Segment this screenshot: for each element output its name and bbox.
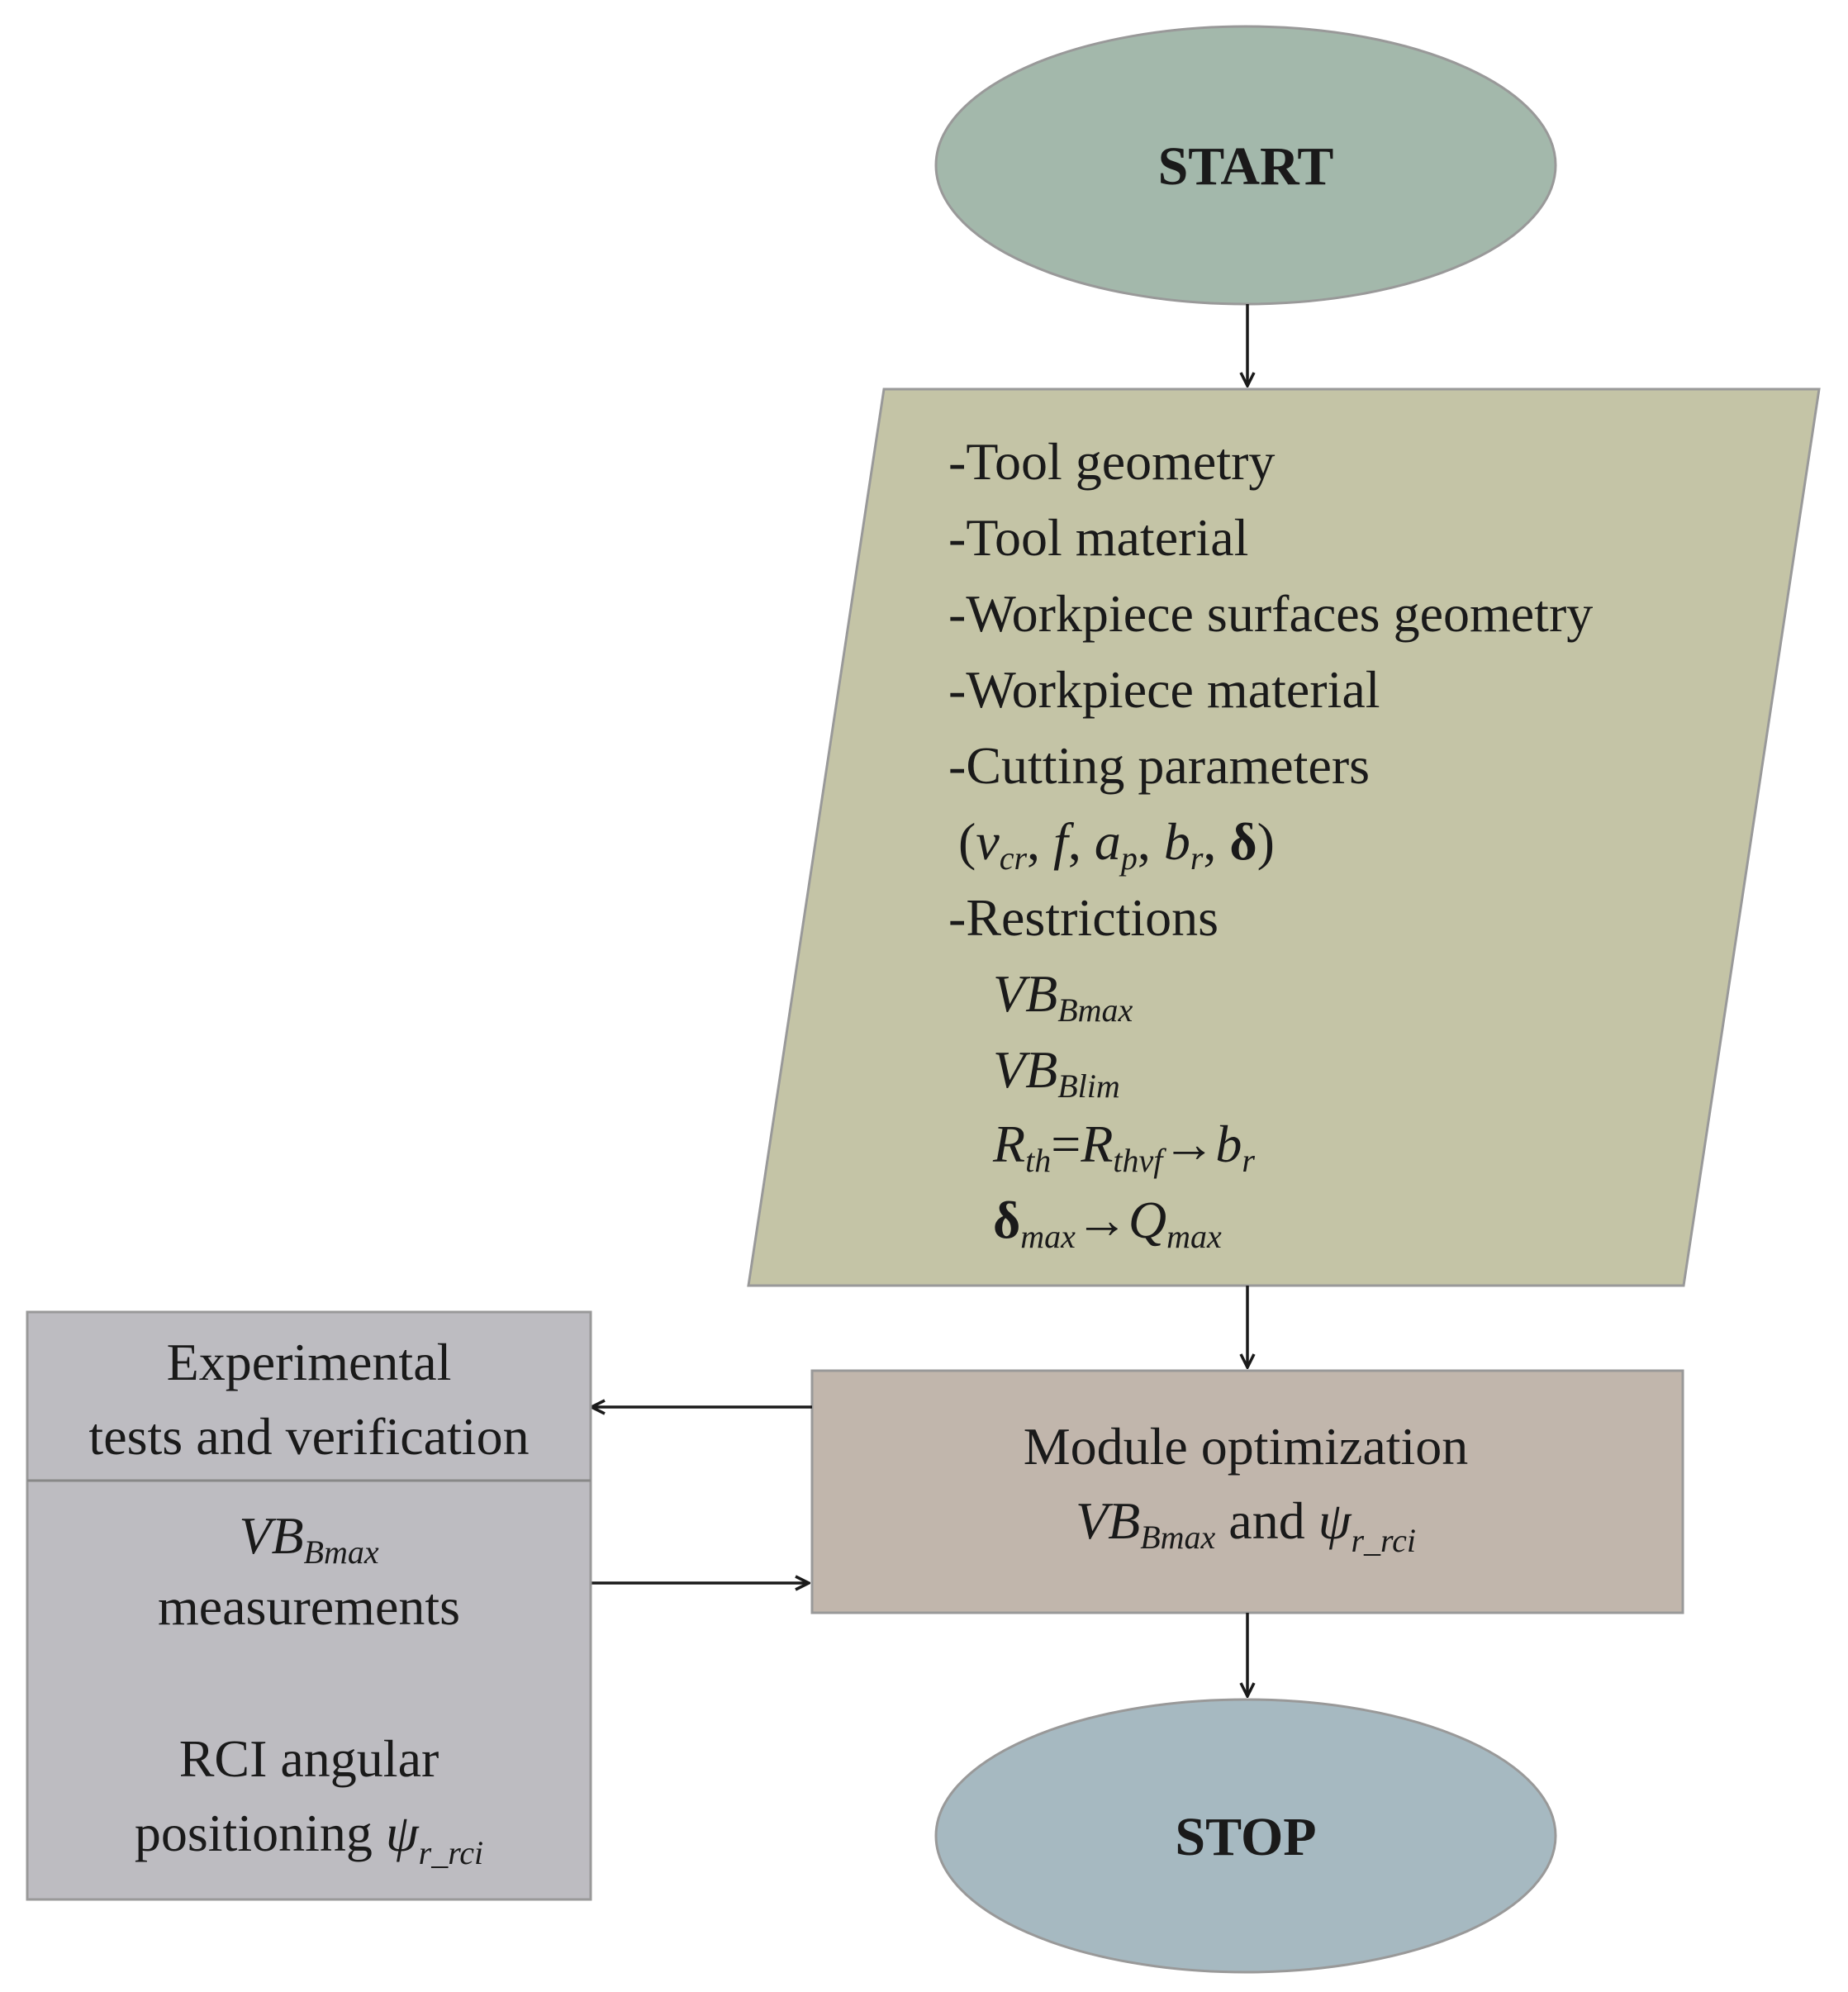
stop-shape (934, 1698, 1557, 1974)
module-title: Module optimization (1024, 1417, 1469, 1476)
start-terminal: START (934, 25, 1557, 306)
input-item-workpiece-material: -Workpiece material (948, 660, 1380, 719)
input-item-tool-material: -Tool material (948, 508, 1248, 567)
experimental-header-line2: tests and verification (88, 1407, 529, 1466)
stop-label: STOP (1175, 1807, 1316, 1867)
experimental-vb-bmax: VBBmax (239, 1506, 379, 1571)
experimental-measurements: measurements (158, 1577, 460, 1636)
module-shape (810, 1369, 1684, 1614)
restriction-delta: δmax→Qmax (993, 1191, 1222, 1255)
restriction-vb-bmax: VBBmax (993, 964, 1133, 1029)
module-formula: VBBmax and ψr_rci (1076, 1491, 1416, 1559)
input-box: -Tool geometry -Tool material -Workpiece… (747, 387, 1821, 1287)
input-item-cutting-parameters: -Cutting parameters (948, 736, 1370, 795)
restriction-rth: Rth=Rthvf→br (992, 1115, 1255, 1179)
start-label: START (1158, 136, 1334, 197)
stop-terminal: STOP (934, 1698, 1557, 1974)
experimental-box: Experimental tests and verification VBBm… (26, 1310, 592, 1901)
input-item-restrictions: -Restrictions (948, 888, 1219, 947)
start-shape (934, 25, 1557, 306)
experimental-shape (26, 1310, 592, 1901)
experimental-rci-line2: positioning ψr_rci (135, 1804, 483, 1871)
module-optimization-box: Module optimization VBBmax and ψr_rci (810, 1369, 1684, 1614)
input-shape (747, 387, 1821, 1287)
experimental-header-line1: Experimental (167, 1333, 452, 1391)
experimental-rci-line1: RCI angular (179, 1729, 439, 1788)
restriction-vb-blim: VBBlim (993, 1040, 1120, 1105)
cutting-parameters-list: (vcr, f, ap, br, δ) (958, 812, 1275, 877)
input-item-workpiece-surfaces: -Workpiece surfaces geometry (948, 584, 1593, 643)
input-item-tool-geometry: -Tool geometry (948, 432, 1275, 491)
